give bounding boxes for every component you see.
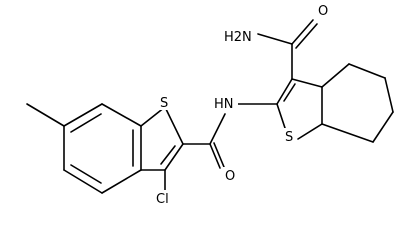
amide-nh-label: HN [214,97,234,112]
amide-nh2-label: H2N [224,30,252,45]
bond [276,103,286,129]
chlorine-label: Cl [156,192,169,207]
bond [257,33,293,45]
double-bond [283,83,296,102]
bond [140,106,166,127]
bond [164,106,184,145]
bond [348,63,386,79]
bond [276,78,293,105]
double-bond [295,23,318,49]
carbonyl-oxygen-bottom-label: O [225,169,235,184]
bond [209,113,226,145]
bond [209,143,221,169]
chemical-structure-diagram: H2N O HN S S O Cl [26,2,394,207]
bond [291,78,323,88]
sulfur-left-label: S [160,96,168,111]
bond [321,123,374,143]
atom-labels: H2N O HN S S O Cl [154,2,330,207]
carbonyl-oxygen-top-label: O [318,4,328,19]
bond [297,123,323,140]
bond [372,111,394,143]
bond-lines [26,19,394,194]
methyl-bond [26,103,65,127]
double-bond [160,145,176,165]
bond [101,103,142,127]
double-bond [70,113,102,133]
bond [321,63,350,88]
bond [291,19,314,45]
sulfur-right-label: S [285,130,293,145]
double-bond [213,142,225,168]
bond [164,143,184,171]
bond [384,77,394,113]
bond [101,169,142,194]
bond [63,103,103,127]
bond [63,169,103,194]
double-bond [70,164,102,184]
